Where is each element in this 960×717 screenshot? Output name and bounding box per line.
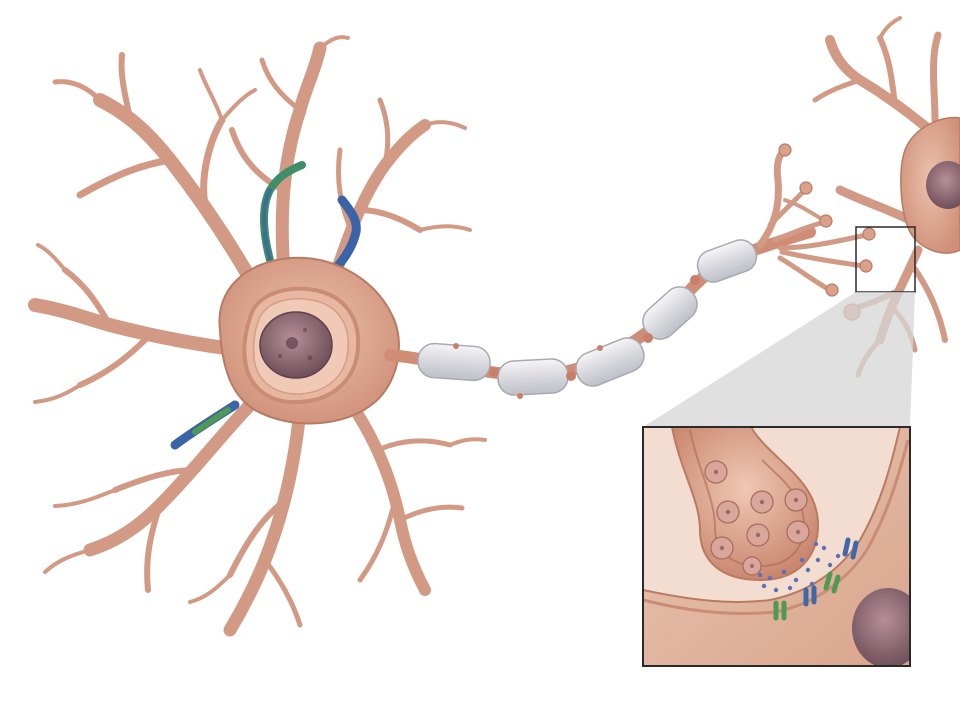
nodes-of-ranvier [453, 275, 700, 399]
myelin-sheath [417, 239, 758, 396]
synapse-inset [642, 426, 911, 667]
neurotransmitters [757, 541, 841, 593]
cell-body [218, 256, 400, 425]
inset-frame [642, 426, 911, 667]
terminal-buttons [778, 143, 876, 297]
receptors [773, 537, 859, 621]
axon-terminals [756, 146, 869, 293]
zoom-wedge [643, 292, 915, 427]
